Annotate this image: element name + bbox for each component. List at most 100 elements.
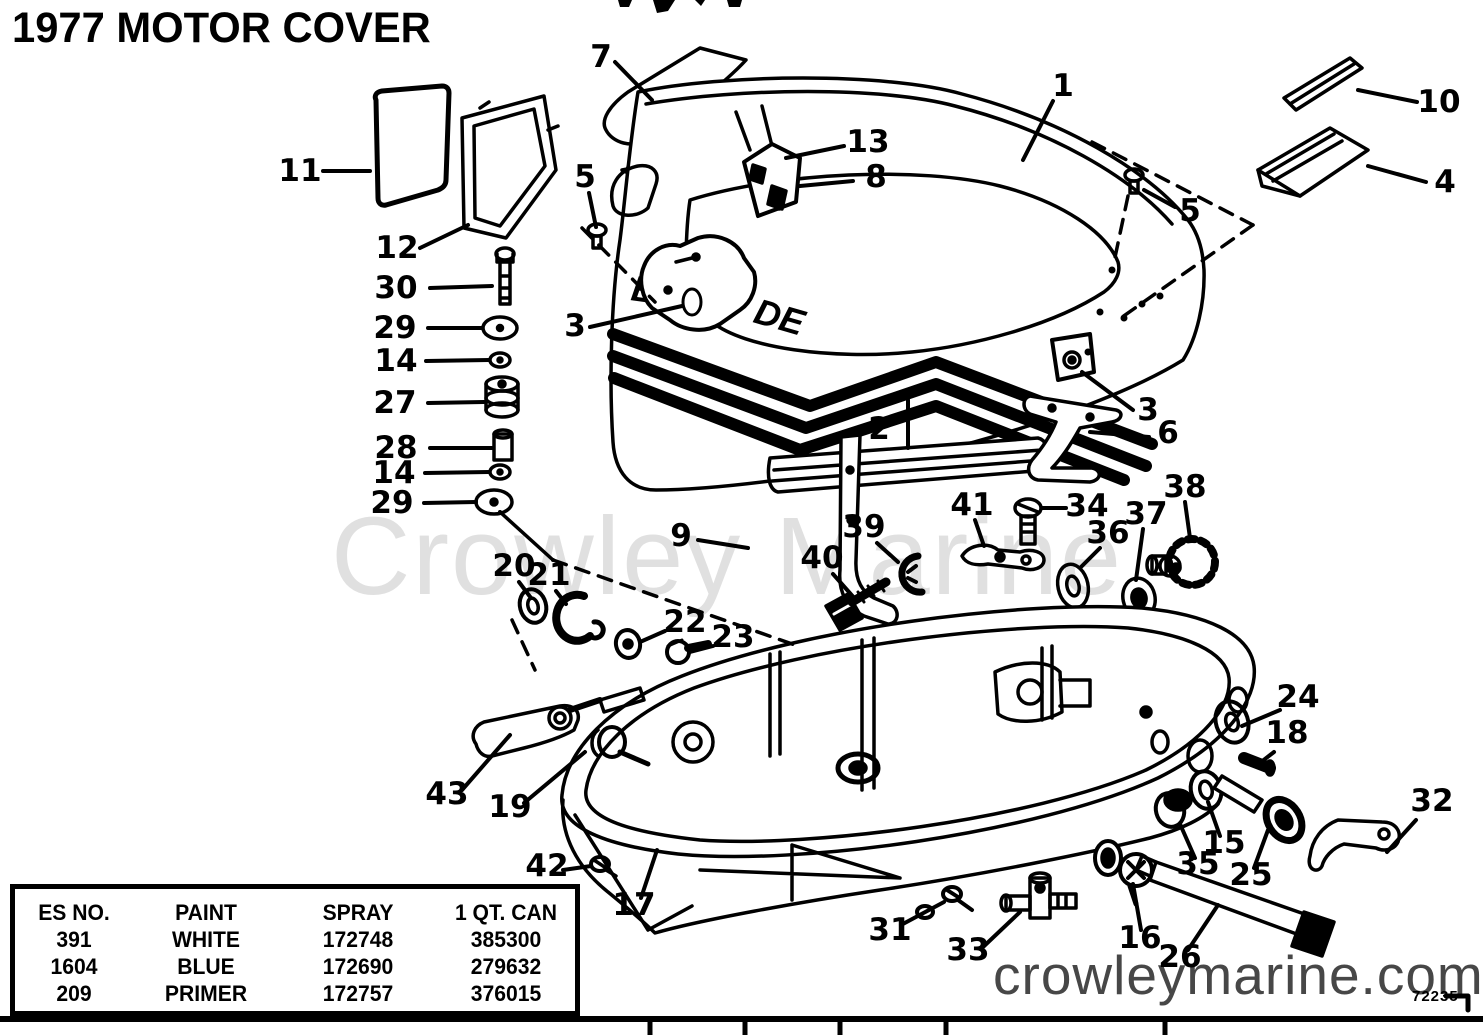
part-41-link	[960, 543, 1046, 572]
paint-table-cell-r1c0: 1604	[50, 954, 98, 979]
callout-42: 42	[525, 848, 568, 884]
bottom-table-edge	[0, 993, 1483, 1035]
callout-28: 28	[374, 430, 417, 466]
paint-table-cell-r1c3: 279632	[470, 954, 542, 979]
callout-14: 14	[374, 343, 417, 379]
callout-3: 3	[1137, 392, 1159, 428]
leader-line-13	[784, 144, 846, 160]
part-22-washer	[613, 628, 643, 660]
part-10-plate	[1282, 56, 1364, 112]
page-title: 1977 MOTOR COVER	[12, 4, 431, 52]
paint-table-cell-r2c1: PRIMER	[164, 981, 248, 1006]
paint-table-cell-r2c0: 209	[56, 981, 92, 1006]
part-35-cap	[1153, 791, 1187, 829]
part-11-plate	[372, 83, 452, 208]
callout-37: 37	[1124, 496, 1167, 532]
leader-line-20	[517, 580, 533, 600]
callout-29: 29	[370, 485, 413, 521]
page-edge-marks	[618, 0, 742, 13]
part-43-lever	[471, 697, 603, 759]
callout-23: 23	[711, 619, 754, 655]
part-5-screw-right	[1123, 167, 1145, 195]
leader-line-32	[1385, 818, 1418, 854]
callout-31: 31	[868, 912, 911, 948]
paint-table-header-0: ES NO.	[38, 900, 110, 925]
leader-line-16	[1131, 882, 1143, 932]
part-39-clip	[898, 552, 926, 596]
part-14b-washer	[488, 463, 512, 481]
paint-table-header-3: 1 QT. CAN	[454, 900, 558, 925]
part-17-lower-pan	[560, 604, 1257, 935]
part-30-bolt	[494, 246, 516, 306]
callout-40: 40	[800, 540, 843, 576]
leader-line-22	[638, 629, 667, 644]
part-33-fitting	[999, 871, 1078, 920]
callout-27: 27	[373, 385, 416, 421]
leader-line-24	[1240, 708, 1282, 728]
leader-line-3	[1080, 370, 1135, 412]
paint-table-header-2: SPRAY	[322, 900, 394, 925]
part-18-pin	[1238, 752, 1276, 777]
callout-9: 9	[670, 518, 692, 554]
part-26-rod	[1134, 854, 1336, 958]
callout-5: 5	[574, 159, 596, 195]
part-28-spacer	[492, 428, 514, 462]
part-32-link	[1307, 818, 1401, 872]
part-31-screw	[915, 885, 974, 920]
callout-1: 1	[1052, 68, 1074, 104]
callout-25: 25	[1229, 857, 1272, 893]
callout-41: 41	[950, 487, 993, 523]
callout-16: 16	[1118, 920, 1161, 956]
callout-7: 7	[590, 39, 612, 75]
part-24-washer	[1213, 699, 1251, 745]
part-4-pad	[1256, 126, 1370, 198]
callout-24: 24	[1276, 679, 1319, 715]
callout-leader-lines	[321, 60, 1428, 952]
callout-26: 26	[1158, 939, 1201, 975]
callout-12: 12	[375, 230, 418, 266]
leader-line-14	[424, 358, 491, 363]
leader-line-1	[1021, 99, 1055, 162]
callout-3: 3	[564, 308, 586, 344]
callout-19: 19	[488, 789, 531, 825]
leader-line-14	[423, 470, 491, 475]
leader-line-4	[1366, 164, 1428, 184]
callout-5: 5	[1179, 193, 1201, 229]
callout-43: 43	[425, 776, 468, 812]
leader-line-33	[980, 910, 1022, 950]
callout-36: 36	[1086, 515, 1129, 551]
callout-8: 8	[865, 159, 887, 195]
callout-22: 22	[663, 604, 706, 640]
paint-table-cell-r0c1: WHITE	[171, 927, 241, 952]
part-12-gasket	[460, 94, 560, 240]
footer-watermark: crowleymarine.com	[993, 944, 1483, 1006]
leader-line-26	[1186, 903, 1220, 952]
callout-6: 6	[1157, 415, 1179, 451]
leader-line-9	[696, 538, 750, 550]
callout-30: 30	[374, 270, 417, 306]
part-29-washer	[481, 315, 519, 341]
leader-line-41	[973, 518, 986, 548]
callout-21: 21	[527, 557, 570, 593]
paint-table-cell-r2c3: 376015	[470, 981, 542, 1006]
leader-line-12	[418, 223, 470, 250]
washer-stack-leader	[498, 510, 555, 562]
leader-line-40	[831, 572, 858, 602]
callout-10: 10	[1417, 84, 1460, 120]
callout-39: 39	[842, 509, 885, 545]
part-25-screw	[1212, 774, 1306, 844]
part-38-knob	[1145, 535, 1219, 589]
part-6-bracket	[1022, 394, 1123, 484]
callout-32: 32	[1410, 783, 1453, 819]
leader-line-7	[613, 60, 654, 102]
callout-20: 20	[492, 548, 535, 584]
callout-15: 15	[1202, 825, 1245, 861]
part-13-8-latch-plate	[734, 104, 802, 218]
callout-34: 34	[1065, 488, 1108, 524]
leader-line-8	[798, 179, 855, 188]
